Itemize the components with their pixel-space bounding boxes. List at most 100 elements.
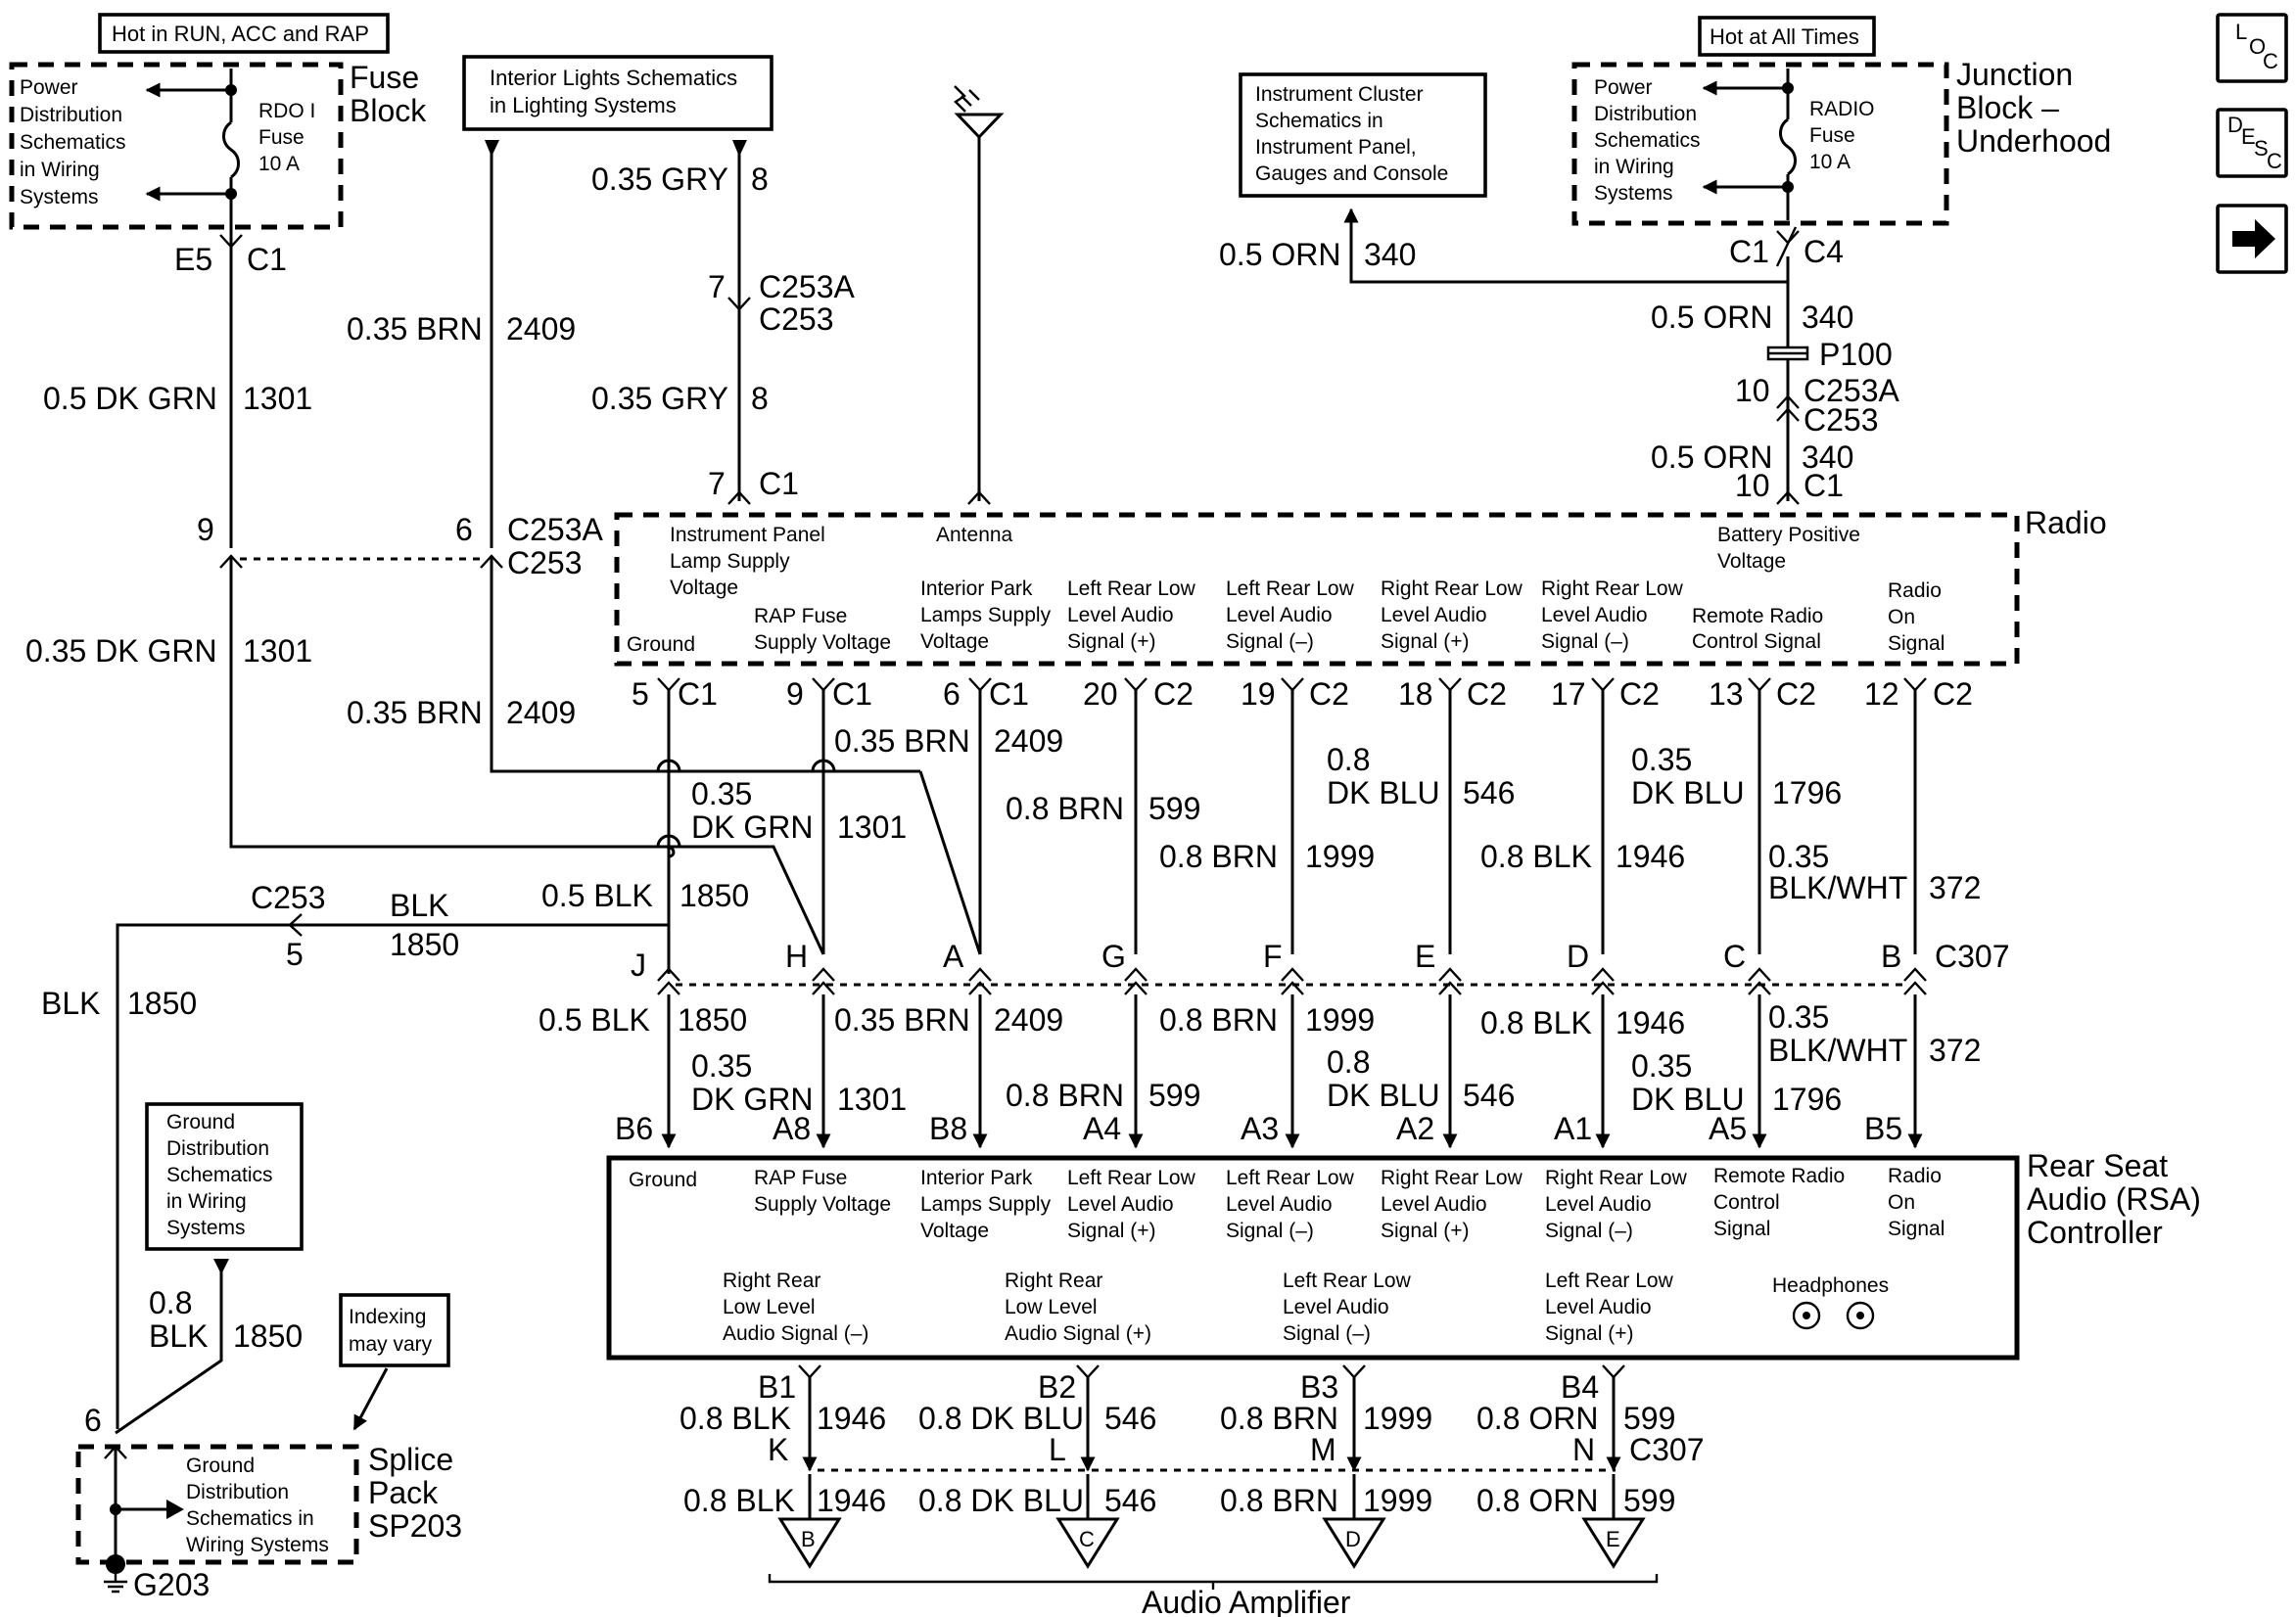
svg-text:Right Rear Low: Right Rear Low — [1381, 1167, 1523, 1189]
fuse-left-node-2 — [225, 188, 237, 200]
svg-text:Schematics: Schematics — [20, 131, 126, 154]
svg-text:0.8 DK BLU: 0.8 DK BLU — [918, 1483, 1084, 1518]
desc-letter-e: E — [2241, 124, 2256, 149]
c253a-pin-7: 7 — [708, 269, 726, 304]
interior-lights-text-2: in Lighting Systems — [490, 93, 677, 117]
hot-all-label: Hot at All Times — [1710, 24, 1859, 49]
svg-text:0.35 BRN: 0.35 BRN — [834, 1002, 970, 1038]
svg-text:546: 546 — [1104, 1483, 1156, 1518]
c253a-label-right: C253A — [1804, 373, 1900, 408]
svg-text:Systems: Systems — [20, 186, 99, 208]
radio-pin-ip-3: Voltage — [670, 577, 738, 599]
wire-1301-color-lower: 0.35 DK GRN — [25, 633, 217, 669]
svg-text:20: 20 — [1083, 676, 1118, 712]
loc-icon[interactable]: L O C — [2216, 13, 2288, 83]
desc-icon[interactable]: D E S C — [2216, 108, 2288, 178]
wire-1301-route — [666, 845, 825, 955]
splice-pack-box — [75, 1444, 359, 1565]
c4-label-jb: C4 — [1804, 234, 1844, 269]
radio-pin-batt-2: Voltage — [1717, 550, 1786, 573]
radio-pin-ground: Ground — [627, 633, 695, 656]
svg-text:C2: C2 — [1933, 676, 1973, 712]
svg-text:B3: B3 — [1300, 1369, 1338, 1405]
svg-text:Schematics: Schematics — [166, 1164, 273, 1186]
svg-text:Controller: Controller — [2027, 1215, 2163, 1250]
radio-pin-rrp-3: Signal (+) — [1381, 630, 1469, 653]
radio-c1-pin-10: 10 — [1735, 468, 1770, 503]
desc-letter-s: S — [2254, 136, 2269, 161]
svg-text:0.8 DK BLU: 0.8 DK BLU — [918, 1401, 1084, 1436]
wire-gry-circuit-lower: 8 — [751, 381, 769, 416]
radio-connector-pin-7 — [727, 490, 751, 505]
rsa-pin-labels: Ground RAP Fuse Supply Voltage Interior … — [629, 1165, 1945, 1345]
svg-text:Signal (+): Signal (+) — [1067, 1220, 1155, 1242]
svg-text:2409: 2409 — [994, 1002, 1063, 1038]
loc-letter-l: L — [2235, 20, 2247, 44]
svg-text:Control: Control — [1713, 1191, 1780, 1214]
c1-label-gry: C1 — [759, 466, 799, 501]
svg-text:Level Audio: Level Audio — [1226, 1193, 1333, 1216]
svg-text:BLK/WHT: BLK/WHT — [1768, 870, 1907, 905]
svg-text:C1: C1 — [678, 676, 718, 712]
svg-text:B4: B4 — [1561, 1369, 1599, 1405]
svg-text:DK GRN: DK GRN — [691, 809, 813, 845]
svg-text:Headphones: Headphones — [1772, 1274, 1889, 1297]
svg-text:12: 12 — [1864, 676, 1899, 712]
indexing-box — [339, 1293, 450, 1367]
wire-340-circuit-1: 340 — [1802, 300, 1853, 335]
radio-c1-pin-7: 7 — [708, 466, 726, 501]
amp-wire-labels-upper: 0.8 BLK 1946 0.8 DK BLU 546 0.8 BRN 1999… — [679, 1401, 1675, 1436]
svg-text:Schematics in: Schematics in — [186, 1507, 314, 1530]
desc-letter-c: C — [2267, 149, 2282, 173]
svg-text:E: E — [1415, 939, 1435, 974]
svg-text:1946: 1946 — [817, 1483, 886, 1518]
wire-gry-circuit-upper: 8 — [751, 162, 769, 197]
wire-gry-color-lower: 0.35 GRY — [591, 381, 728, 416]
radio-pin-remote-1: Remote Radio — [1692, 605, 1823, 627]
rsa-controller-box — [606, 1155, 2020, 1361]
wire-340-color-2: 0.5 ORN — [1651, 439, 1772, 475]
rsa-top-pins: B6 A8 B8 A4 A3 A2 A1 A5 B5 — [615, 1111, 1902, 1146]
svg-text:BLK/WHT: BLK/WHT — [1768, 1033, 1907, 1068]
svg-text:Fuse: Fuse — [350, 60, 419, 95]
arrow-right-icon[interactable] — [2216, 204, 2288, 274]
power-distribution-left-text: Power Distribution Schematics in Wiring … — [20, 76, 126, 208]
svg-text:6: 6 — [943, 676, 961, 712]
svg-text:0.8 BLK: 0.8 BLK — [683, 1483, 795, 1518]
svg-text:Right Rear: Right Rear — [723, 1270, 820, 1292]
svg-text:On: On — [1888, 1191, 1915, 1214]
radio-pin-lrp-3: Signal (+) — [1067, 630, 1155, 653]
svg-text:0.35: 0.35 — [691, 1048, 752, 1084]
sp203-pin-6: 6 — [84, 1403, 102, 1438]
svg-text:1999: 1999 — [1305, 1002, 1375, 1038]
p100-connector — [1766, 346, 1809, 361]
svg-text:in Wiring: in Wiring — [20, 159, 100, 181]
svg-text:1999: 1999 — [1363, 1483, 1432, 1518]
c1-label-jb: C1 — [1729, 234, 1769, 269]
c253-label-blk: C253 — [251, 880, 326, 915]
headphones-jack-icon — [1792, 1301, 1875, 1330]
wire-340-color-1: 0.5 ORN — [1651, 300, 1772, 335]
wire-340-to-cluster — [1343, 208, 1790, 284]
c253-label-left: C253 — [507, 545, 583, 580]
svg-text:1301: 1301 — [837, 1082, 907, 1117]
wire-1301-circuit-lower: 1301 — [243, 633, 312, 669]
svg-text:Level Audio: Level Audio — [1381, 1193, 1487, 1216]
c253a-pin-10: 10 — [1735, 373, 1770, 408]
svg-text:1850: 1850 — [678, 1002, 747, 1038]
c253-pin-5: 5 — [286, 937, 304, 972]
instrument-cluster-text: Instrument Cluster Schematics in Instrum… — [1255, 83, 1448, 185]
svg-text:1946: 1946 — [1616, 839, 1685, 874]
radio-pin-on-2: On — [1888, 606, 1915, 628]
hot-all-label-box — [1698, 16, 1876, 57]
svg-text:10 A: 10 A — [258, 153, 300, 175]
svg-text:Power: Power — [20, 76, 78, 99]
wire-1301-circuit-upper: 1301 — [243, 381, 312, 416]
radio-pin-rrm-1: Right Rear Low — [1541, 578, 1684, 600]
indexing-text-2: may vary — [349, 1333, 433, 1356]
wire-340-circuit-cluster: 340 — [1364, 237, 1416, 272]
svg-text:RAP Fuse: RAP Fuse — [754, 1167, 847, 1189]
svg-text:0.5 BLK: 0.5 BLK — [541, 878, 653, 913]
